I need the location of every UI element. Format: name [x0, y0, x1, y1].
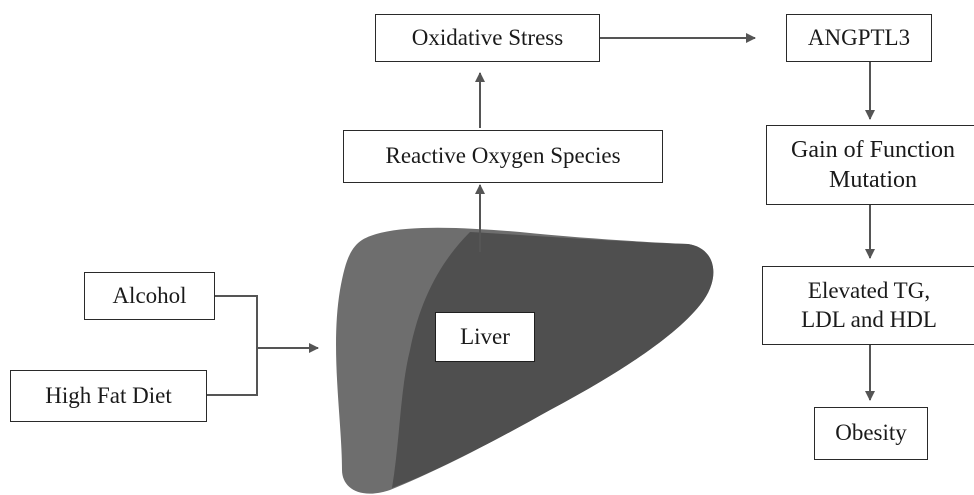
node-oxidative-stress: Oxidative Stress — [375, 14, 600, 62]
node-elevated-lipids: Elevated TG, LDL and HDL — [762, 266, 974, 345]
node-angptl3: ANGPTL3 — [786, 14, 932, 62]
node-gain-of-function: Gain of Function Mutation — [766, 125, 974, 205]
node-obesity: Obesity — [814, 407, 928, 460]
node-alcohol: Alcohol — [84, 272, 215, 320]
inputs-connector — [207, 296, 318, 395]
node-high-fat-diet: High Fat Diet — [10, 370, 207, 422]
node-reactive-oxygen-species: Reactive Oxygen Species — [343, 130, 663, 183]
node-liver: Liver — [435, 312, 535, 362]
